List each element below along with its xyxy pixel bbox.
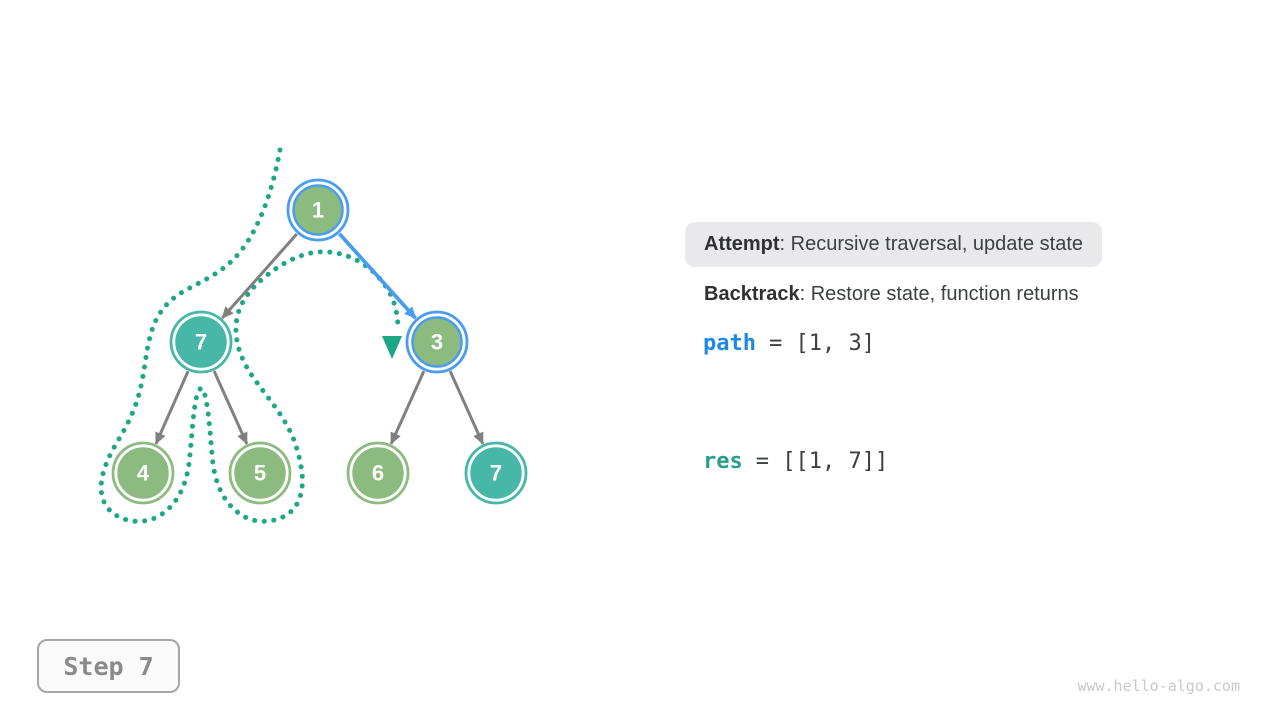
tree-node-1: 1 — [286, 178, 350, 242]
attempt-label: Attempt — [704, 233, 780, 255]
tree-node-4: 4 — [111, 441, 175, 505]
tree-nodes: 1 7 3 4 5 6 7 — [111, 178, 528, 505]
tree-node-5: 5 — [228, 441, 292, 505]
tree-node-7: 7 — [464, 441, 528, 505]
tree-node-label: 4 — [137, 461, 150, 486]
tree-edge — [212, 370, 249, 445]
tree-node-6: 6 — [346, 441, 410, 505]
path-state-line: path = [1, 3] — [703, 331, 875, 356]
backtrack-callout: Backtrack: Restore state, function retur… — [704, 283, 1079, 306]
tree-edge — [389, 370, 426, 445]
tree-edge-active — [338, 232, 417, 320]
tree-edge — [154, 370, 190, 445]
attempt-text: : Recursive traversal, update state — [779, 233, 1084, 255]
attempt-callout: Attempt: Recursive traversal, update sta… — [685, 222, 1103, 267]
path-variable-name: path — [703, 331, 756, 356]
tree-node-7: 7 — [169, 310, 233, 374]
tree-edge — [221, 232, 298, 320]
traversal-trace-arrowhead-icon — [382, 336, 402, 359]
res-state-line: res = [[1, 7]] — [703, 449, 888, 474]
traversal-trace-dotted-path — [98, 147, 401, 524]
tree-node-label: 7 — [490, 461, 502, 486]
backtrack-text: : Restore state, function returns — [799, 283, 1079, 305]
tree-node-3: 3 — [405, 310, 469, 374]
res-variable-name: res — [703, 449, 743, 474]
tree-node-label: 1 — [312, 198, 324, 223]
tree-node-label: 6 — [372, 461, 384, 486]
res-variable-value: = [[1, 7]] — [755, 449, 889, 474]
tree-node-label: 7 — [195, 330, 207, 355]
watermark: www.hello-algo.com — [1077, 677, 1240, 695]
step-badge: Step 7 — [37, 639, 180, 693]
tree-node-label: 3 — [431, 330, 443, 355]
tree-edges — [154, 232, 485, 445]
tree-node-label: 5 — [254, 461, 266, 486]
backtrack-label: Backtrack — [704, 283, 800, 305]
tree-edge — [448, 370, 485, 445]
path-variable-value: = [1, 3] — [768, 331, 875, 356]
